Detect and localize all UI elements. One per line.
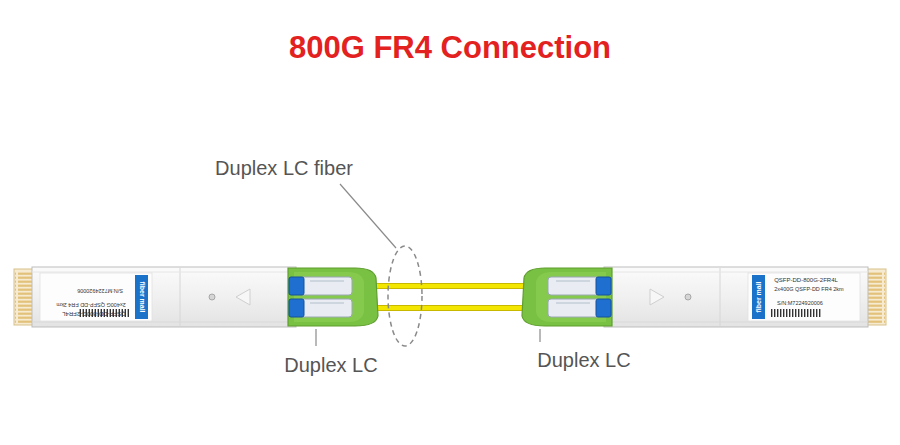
- part-number: QSFP-DD-800G-2FR4L: [774, 277, 838, 284]
- callout-ellipse: [388, 246, 422, 346]
- leader-line: [340, 184, 396, 248]
- callout-label: Duplex LC fiber: [215, 157, 353, 179]
- serial-number: S/N:M7224920006: [77, 288, 123, 294]
- callout-label: Duplex LC: [537, 349, 630, 371]
- brand-tag: fiber mall: [755, 281, 763, 312]
- serial-number: S/N:M7224920006: [777, 300, 823, 306]
- module-description: 2x400G QSFP-DD FR4 2km: [774, 286, 843, 292]
- left-transceiver: [14, 267, 378, 327]
- leader-line: [315, 329, 316, 346]
- leader-line: [539, 329, 540, 342]
- callout-label: Duplex LC: [284, 354, 377, 376]
- part-number: QSFP-DD-800G-2FR4L: [62, 311, 126, 318]
- diagram-title: 800G FR4 Connection: [289, 31, 611, 65]
- module-description: 2x400G QSFP-DD FR4 2km: [56, 302, 125, 308]
- right-transceiver: [522, 267, 886, 327]
- brand-tag: fiber mall: [138, 281, 146, 312]
